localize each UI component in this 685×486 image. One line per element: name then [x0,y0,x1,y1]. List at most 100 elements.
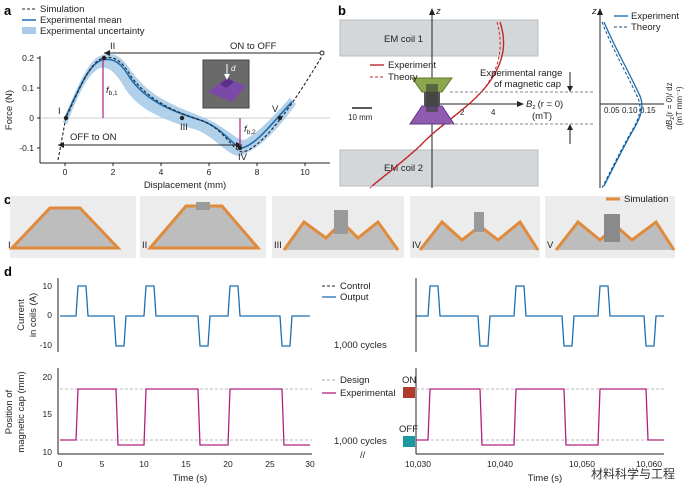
b-grad-z-label: z [591,6,597,17]
em-coil-2 [339,149,539,187]
svg-text:V: V [547,240,554,251]
svg-text:4: 4 [159,167,164,177]
svg-text:0.1: 0.1 [22,83,34,93]
d-axis-break: // [360,450,366,461]
legend-uncertainty-swatch [22,27,36,34]
d-current-cycles: 1,000 cycles [334,340,387,351]
d-pos-ylabel-1: Position of [4,389,15,434]
d-current-ylabel-2: in coils (A) [28,293,39,337]
a-state-points: I II III IV V [58,41,283,163]
b-grad-label: dBz(r = 0)/ dz (mT mm⁻¹) [665,82,684,129]
svg-text:II: II [110,41,115,52]
panel-c-letter: c [4,192,11,207]
svg-text:0.15: 0.15 [640,106,656,115]
d-current-output-left [60,285,310,347]
panel-a-letter: a [4,3,12,18]
svg-text:10: 10 [43,281,53,291]
d-on-swatch [403,387,415,398]
svg-text:IV: IV [238,152,248,163]
b-grad-experiment-curve [603,21,643,187]
svg-text:I: I [58,106,61,117]
panel-b: b EM coil 1 EM coil 2 z 2 4 Bz(r = 0) (m… [338,3,684,189]
c-frame-5: V [545,196,676,258]
b-legend-exp: Experiment [388,60,436,71]
b-grad-theory-curve [601,21,641,189]
b-z-label: z [435,6,441,17]
svg-text:8: 8 [255,167,260,177]
legend-simulation: Simulation [40,4,84,15]
c-frame-3: III [272,196,404,258]
svg-text:6: 6 [207,167,212,177]
panel-a: a Simulation Experimental mean Experimen… [4,3,330,191]
b-device-render [409,77,455,125]
svg-text:0: 0 [58,459,63,469]
svg-text:30: 30 [305,459,315,469]
c-frame-4: IV [410,196,540,258]
d-off-label: OFF [399,424,418,435]
a-off-to-on-label: OFF to ON [70,132,117,143]
d-xticks-left: 0 5 10 15 20 25 30 [58,459,315,469]
svg-text:III: III [274,240,282,251]
svg-text:2: 2 [460,108,465,117]
em-coil-2-label: EM coil 2 [384,163,423,174]
d-current-output-right [416,285,664,347]
a-on-to-off-label: ON to OFF [230,41,277,52]
d-on-label: ON [402,375,416,386]
d-pos-yticks: 20 15 10 [43,372,53,457]
svg-text:15: 15 [43,409,53,419]
b-bz-unit: (mT) [532,111,552,122]
panel-b-letter: b [338,3,346,18]
d-legend-design: Design [340,375,370,386]
svg-text:0: 0 [29,113,34,123]
d-pos-experimental-left [60,388,310,446]
svg-text:10,050: 10,050 [569,459,595,469]
svg-text:III: III [180,122,188,133]
svg-text:0: 0 [47,310,52,320]
svg-text:5: 5 [100,459,105,469]
d-current-ylabel-1: Current [16,299,27,331]
d-legend-experimental: Experimental [340,388,395,399]
b-grad-legend-exp: Experiment [631,11,679,22]
svg-text:0.2: 0.2 [22,53,34,63]
a-inset-photo: d [202,59,250,109]
svg-text:20: 20 [223,459,233,469]
d-xticks-right: 10,030 10,040 10,050 10,060 [405,459,662,469]
svg-text:0.05: 0.05 [604,106,620,115]
svg-text:II: II [142,240,147,251]
b-grad-legend-theory: Theory [631,22,661,33]
d-pos-cycles: 1,000 cycles [334,436,387,447]
watermark: 材料科学与工程 [590,467,675,481]
a-simulation-curve [57,55,323,161]
a-fb2-label: fb,2 [244,124,256,136]
panel-d-letter: d [4,264,12,279]
svg-text:25: 25 [265,459,275,469]
b-theory-curve [369,21,501,189]
d-legend-output: Output [340,292,369,303]
panel-d: d 10 0 -10 Current in coils (A) 1,000 cy… [4,264,664,484]
svg-text:20: 20 [43,372,53,382]
d-legend-control: Control [340,281,371,292]
b-legend-theory: Theory [388,72,418,83]
d-off-swatch [403,436,415,447]
em-coil-1 [339,19,539,57]
svg-text:10,060: 10,060 [636,459,662,469]
svg-text:IV: IV [412,240,422,251]
svg-text:V: V [272,104,279,115]
svg-text:I: I [8,240,11,251]
svg-text:0: 0 [63,167,68,177]
c-legend-simulation: Simulation [624,194,668,205]
b-range-label-1: Experimental range [480,68,562,79]
a-yticks: 0.2 0.1 0 -0.1 [19,53,40,153]
a-inset-d: d [231,64,236,73]
svg-text:4: 4 [491,108,496,117]
panel-c: c I II III IV V [4,192,676,258]
a-uncertainty-band [63,53,296,157]
a-fb1-label: fb,1 [106,85,118,97]
d-xlabel-left: Time (s) [173,473,207,484]
a-exp-mean-curve [64,58,293,149]
svg-text:10: 10 [43,447,53,457]
a-ylabel: Force (N) [4,90,15,130]
svg-text:10,030: 10,030 [405,459,431,469]
legend-exp-mean: Experimental mean [40,15,122,26]
